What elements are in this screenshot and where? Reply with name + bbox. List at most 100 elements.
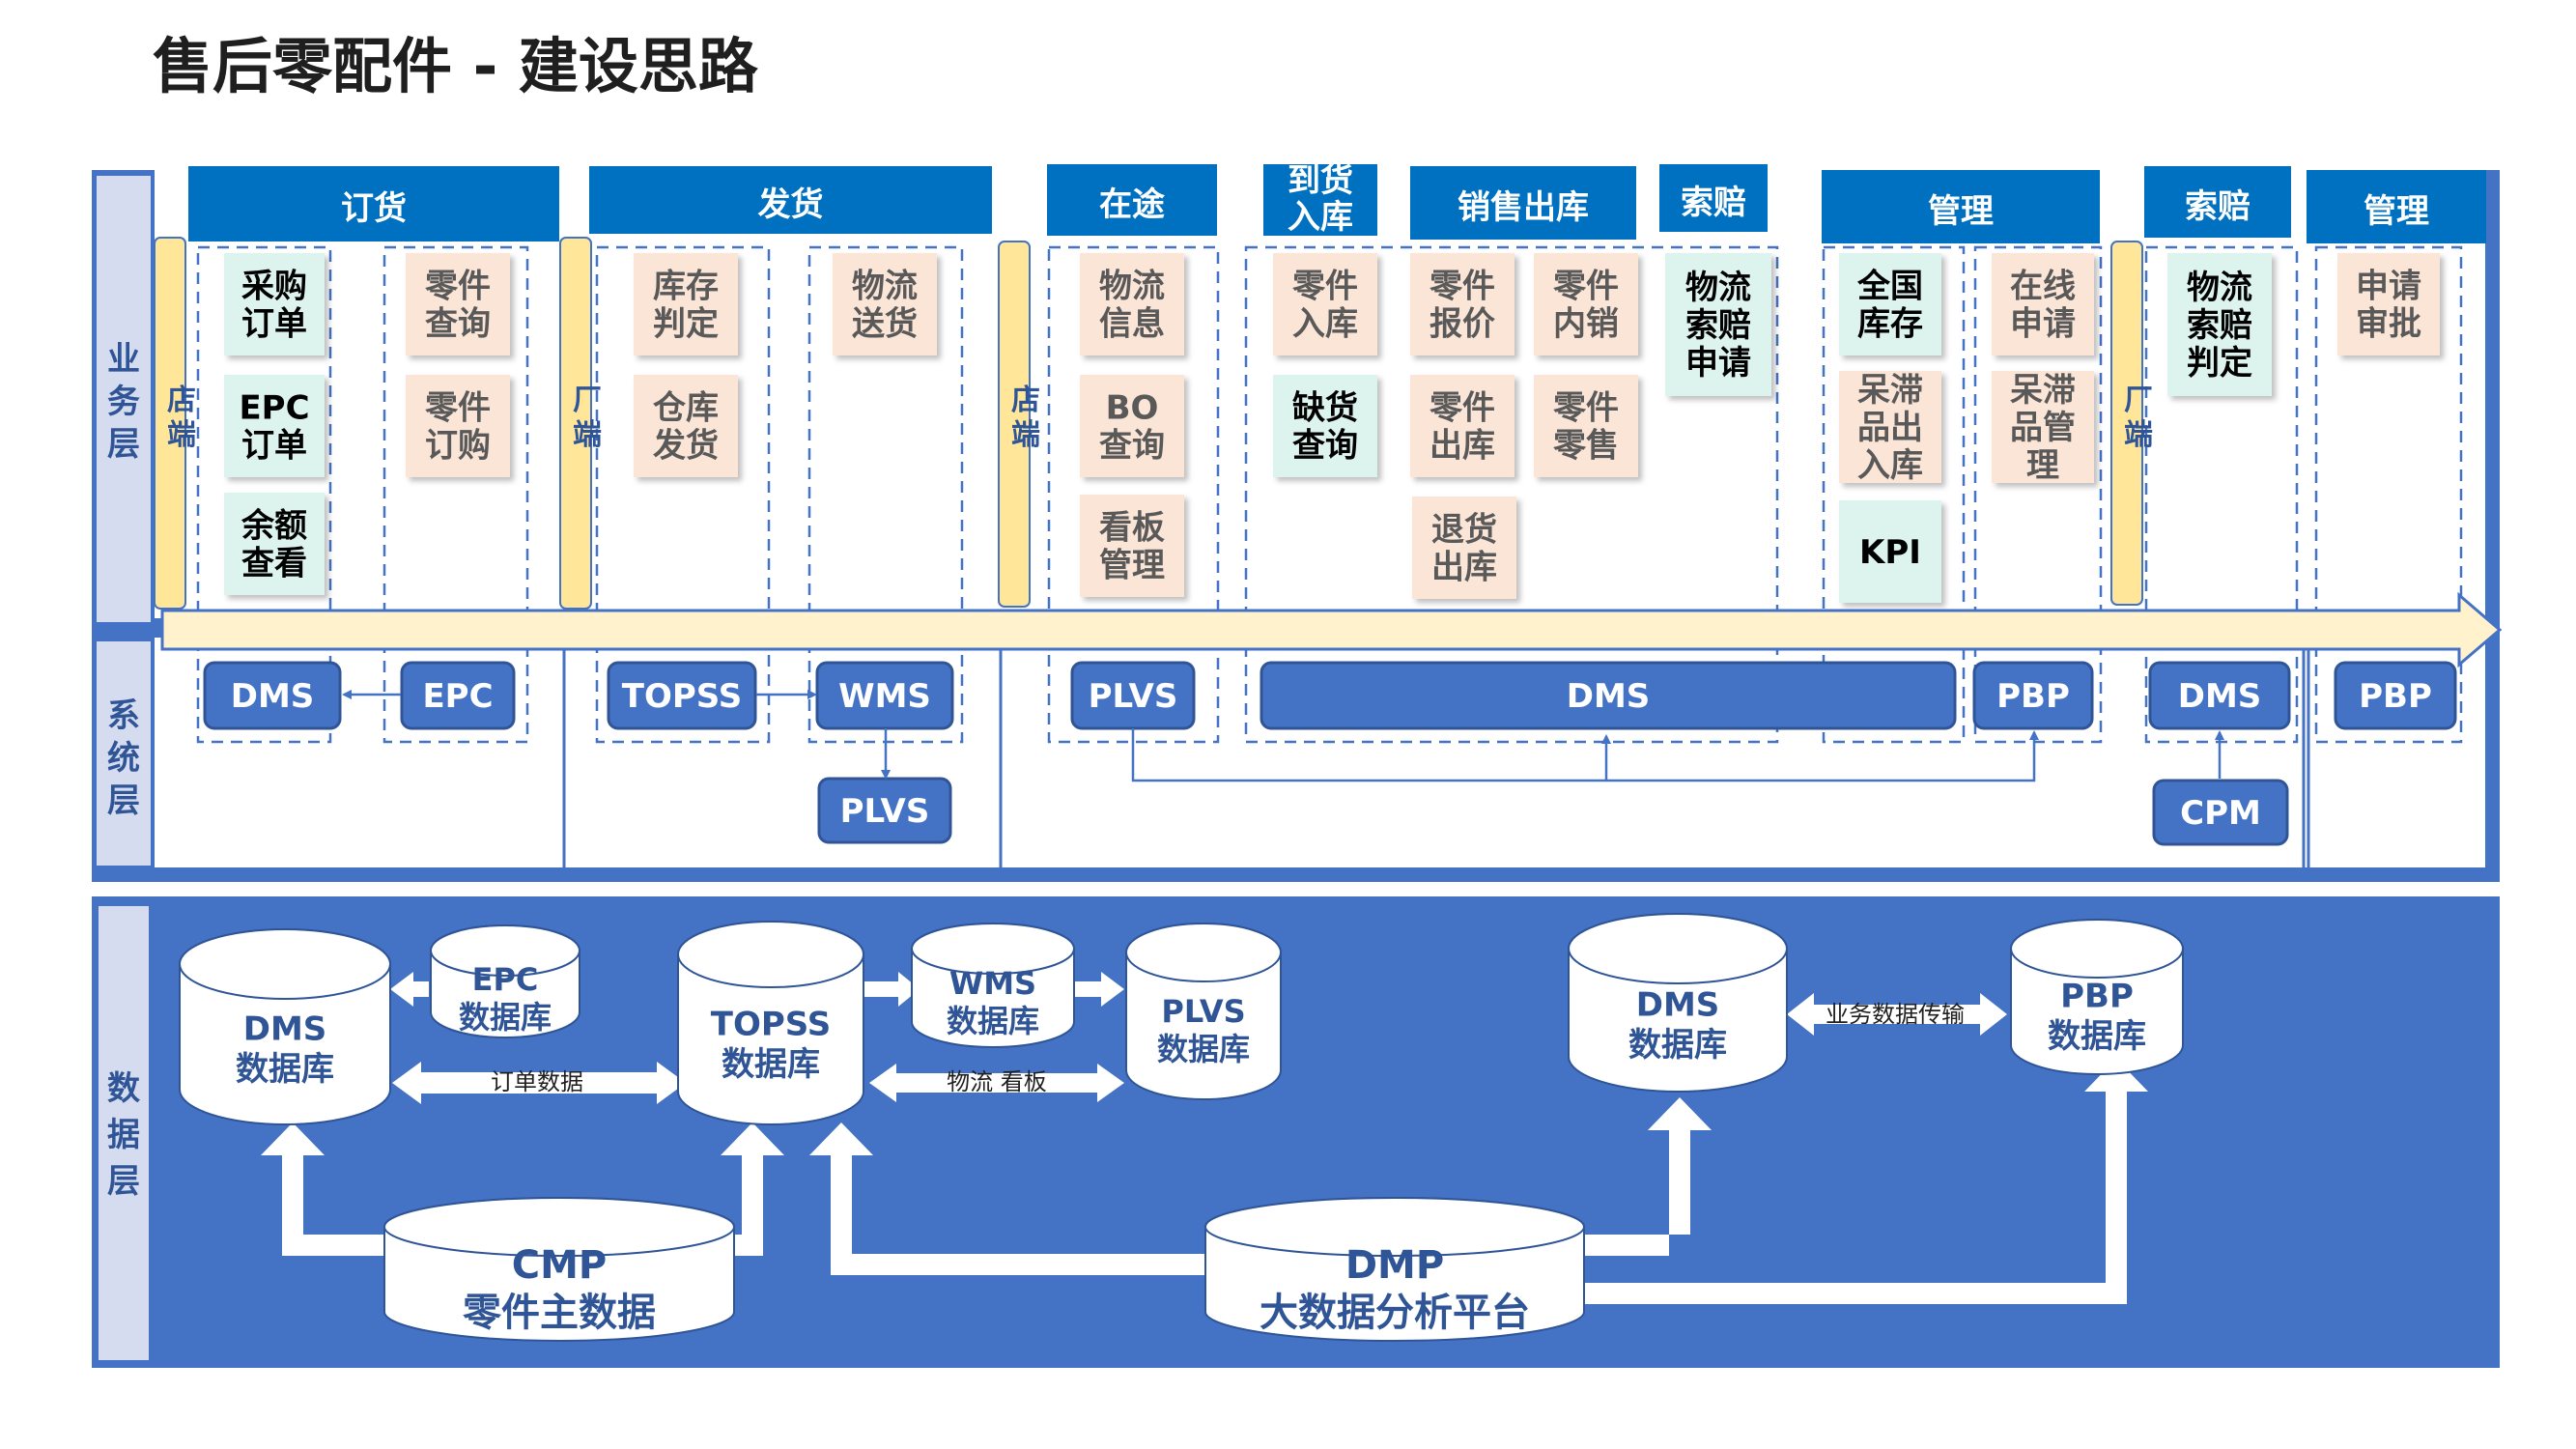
system-box-bg	[1972, 661, 2094, 730]
business-item-label: 呆滞品管理	[2010, 371, 2076, 485]
stage-header-label: 订货	[341, 189, 407, 228]
epc-to-dms-db-arrow	[390, 972, 429, 1007]
business-item-lingjian-chuku: 零件出库	[1410, 375, 1514, 477]
system-box-label: PBP	[2359, 677, 2432, 716]
business-item-shenqing-shenpi: 申请审批	[2337, 253, 2440, 355]
stage-header-bg	[2307, 170, 2486, 243]
system-plvs-2: PLVS	[1070, 661, 1196, 730]
stage-header-fahuo: 发货	[589, 166, 992, 234]
actor-label-char: 厂	[573, 384, 602, 417]
stage-header-xiaoshou: 销售出库	[1410, 166, 1636, 240]
dashed-group-box	[382, 245, 529, 744]
business-item-bg	[224, 493, 325, 595]
dashed-group-box	[196, 245, 332, 744]
system-wms: WMS	[815, 661, 954, 730]
system-layer-text-char: 层	[107, 781, 140, 820]
business-item-bg	[1410, 375, 1514, 477]
business-item-bg	[406, 253, 510, 355]
actor-label: 厂端	[2124, 384, 2153, 452]
system-cpm: CPM	[2152, 779, 2289, 846]
database-top	[179, 928, 391, 1000]
database-top	[2010, 919, 2184, 979]
stage-header-suopei1: 索赔	[1659, 164, 1768, 232]
stage-header-bg	[1822, 170, 2100, 243]
actor-bar-bg	[998, 241, 1031, 608]
actor-bar-store: 店端	[998, 241, 1040, 608]
cmp-to-topss-flow	[721, 1122, 784, 1256]
system-dms-3: DMS	[2148, 661, 2291, 730]
topss-plvs-double-arrow	[869, 1064, 1124, 1102]
stage-header-bg	[1263, 164, 1377, 236]
system-layer-text-char: 统	[107, 739, 140, 778]
business-transfer-label: 业务数据传输	[1826, 1001, 1965, 1028]
business-item-label: 零件内销	[1553, 268, 1619, 344]
business-item-bg	[2167, 253, 2272, 396]
dashed-group-box	[595, 245, 771, 744]
business-item-lingjian-baojia: 零件报价	[1410, 253, 1514, 355]
stage-header-label: 发货	[758, 185, 824, 224]
stage-header-label: 索赔	[1681, 184, 1746, 222]
business-item-label: 申请审批	[2356, 268, 2421, 344]
dashed-group-box	[2314, 245, 2463, 744]
business-item-lingjian-dinggou: 零件订购	[406, 375, 510, 477]
actor-label: 厂端	[573, 384, 602, 452]
business-item-bg	[2337, 253, 2440, 355]
system-box-bg	[400, 661, 516, 730]
business-item-label: 零件查询	[425, 268, 491, 344]
data-flow-thick-arrows	[261, 1059, 2148, 1304]
order-data-label: 订单数据	[491, 1068, 583, 1095]
system-box-label: EPC	[422, 677, 493, 716]
business-item-quehuo-chaxun: 缺货查询	[1273, 375, 1377, 477]
system-box-bg	[203, 661, 342, 730]
system-layer-label: 系统层	[107, 696, 140, 820]
actor-label-char: 厂	[2124, 384, 2153, 417]
business-layer-text-char: 层	[107, 425, 140, 464]
stage-headers: 订货发货在途到货入库销售出库索赔管理索赔管理	[188, 161, 2486, 243]
dms-topss-double-arrow	[392, 1062, 686, 1104]
system-dms-1: DMS	[203, 661, 342, 730]
system-box-label: DMS	[2178, 677, 2262, 716]
business-item-label: 零件报价	[1430, 268, 1495, 344]
business-item-label: 采购订单	[241, 268, 307, 344]
business-item-label: 零件出库	[1430, 389, 1495, 466]
business-item-cangku-fahuo: 仓库发货	[634, 375, 738, 477]
stage-header-bg	[589, 166, 992, 234]
business-item-bg	[224, 375, 325, 477]
business-item-yue-chakan: 余额查看	[224, 493, 325, 595]
business-item-kpi: KPI	[1839, 500, 1941, 603]
database-top	[1568, 913, 1788, 984]
wms-to-plvs-db-arrow	[1072, 972, 1124, 1007]
business-item-bg	[1992, 253, 2094, 355]
business-item-lingjian-chaxun: 零件查询	[406, 253, 510, 355]
system-box-label: PLVS	[1089, 677, 1178, 716]
process-flow-arrow	[160, 591, 2503, 668]
system-epc: EPC	[400, 661, 516, 730]
data-layer-text-char: 据	[107, 1116, 140, 1154]
business-item-lingjian-neixiao: 零件内销	[1534, 253, 1638, 355]
actor-bar-bg	[2110, 241, 2143, 606]
business-item-bg	[1273, 253, 1377, 355]
system-plvs-1: PLVS	[817, 777, 952, 844]
business-item-label: 零件零售	[1553, 389, 1619, 466]
data-layer-label-bg	[99, 906, 149, 1360]
actor-bar-bg	[559, 237, 592, 610]
stage-header-bg	[1410, 166, 1636, 240]
business-item-bg	[1273, 375, 1377, 477]
business-item-wuliu-songhuo: 物流送货	[833, 253, 937, 355]
system-box-label: PBP	[1996, 677, 2070, 716]
data-layer-text-char: 层	[107, 1162, 140, 1201]
business-layer-label-bg	[97, 176, 151, 622]
